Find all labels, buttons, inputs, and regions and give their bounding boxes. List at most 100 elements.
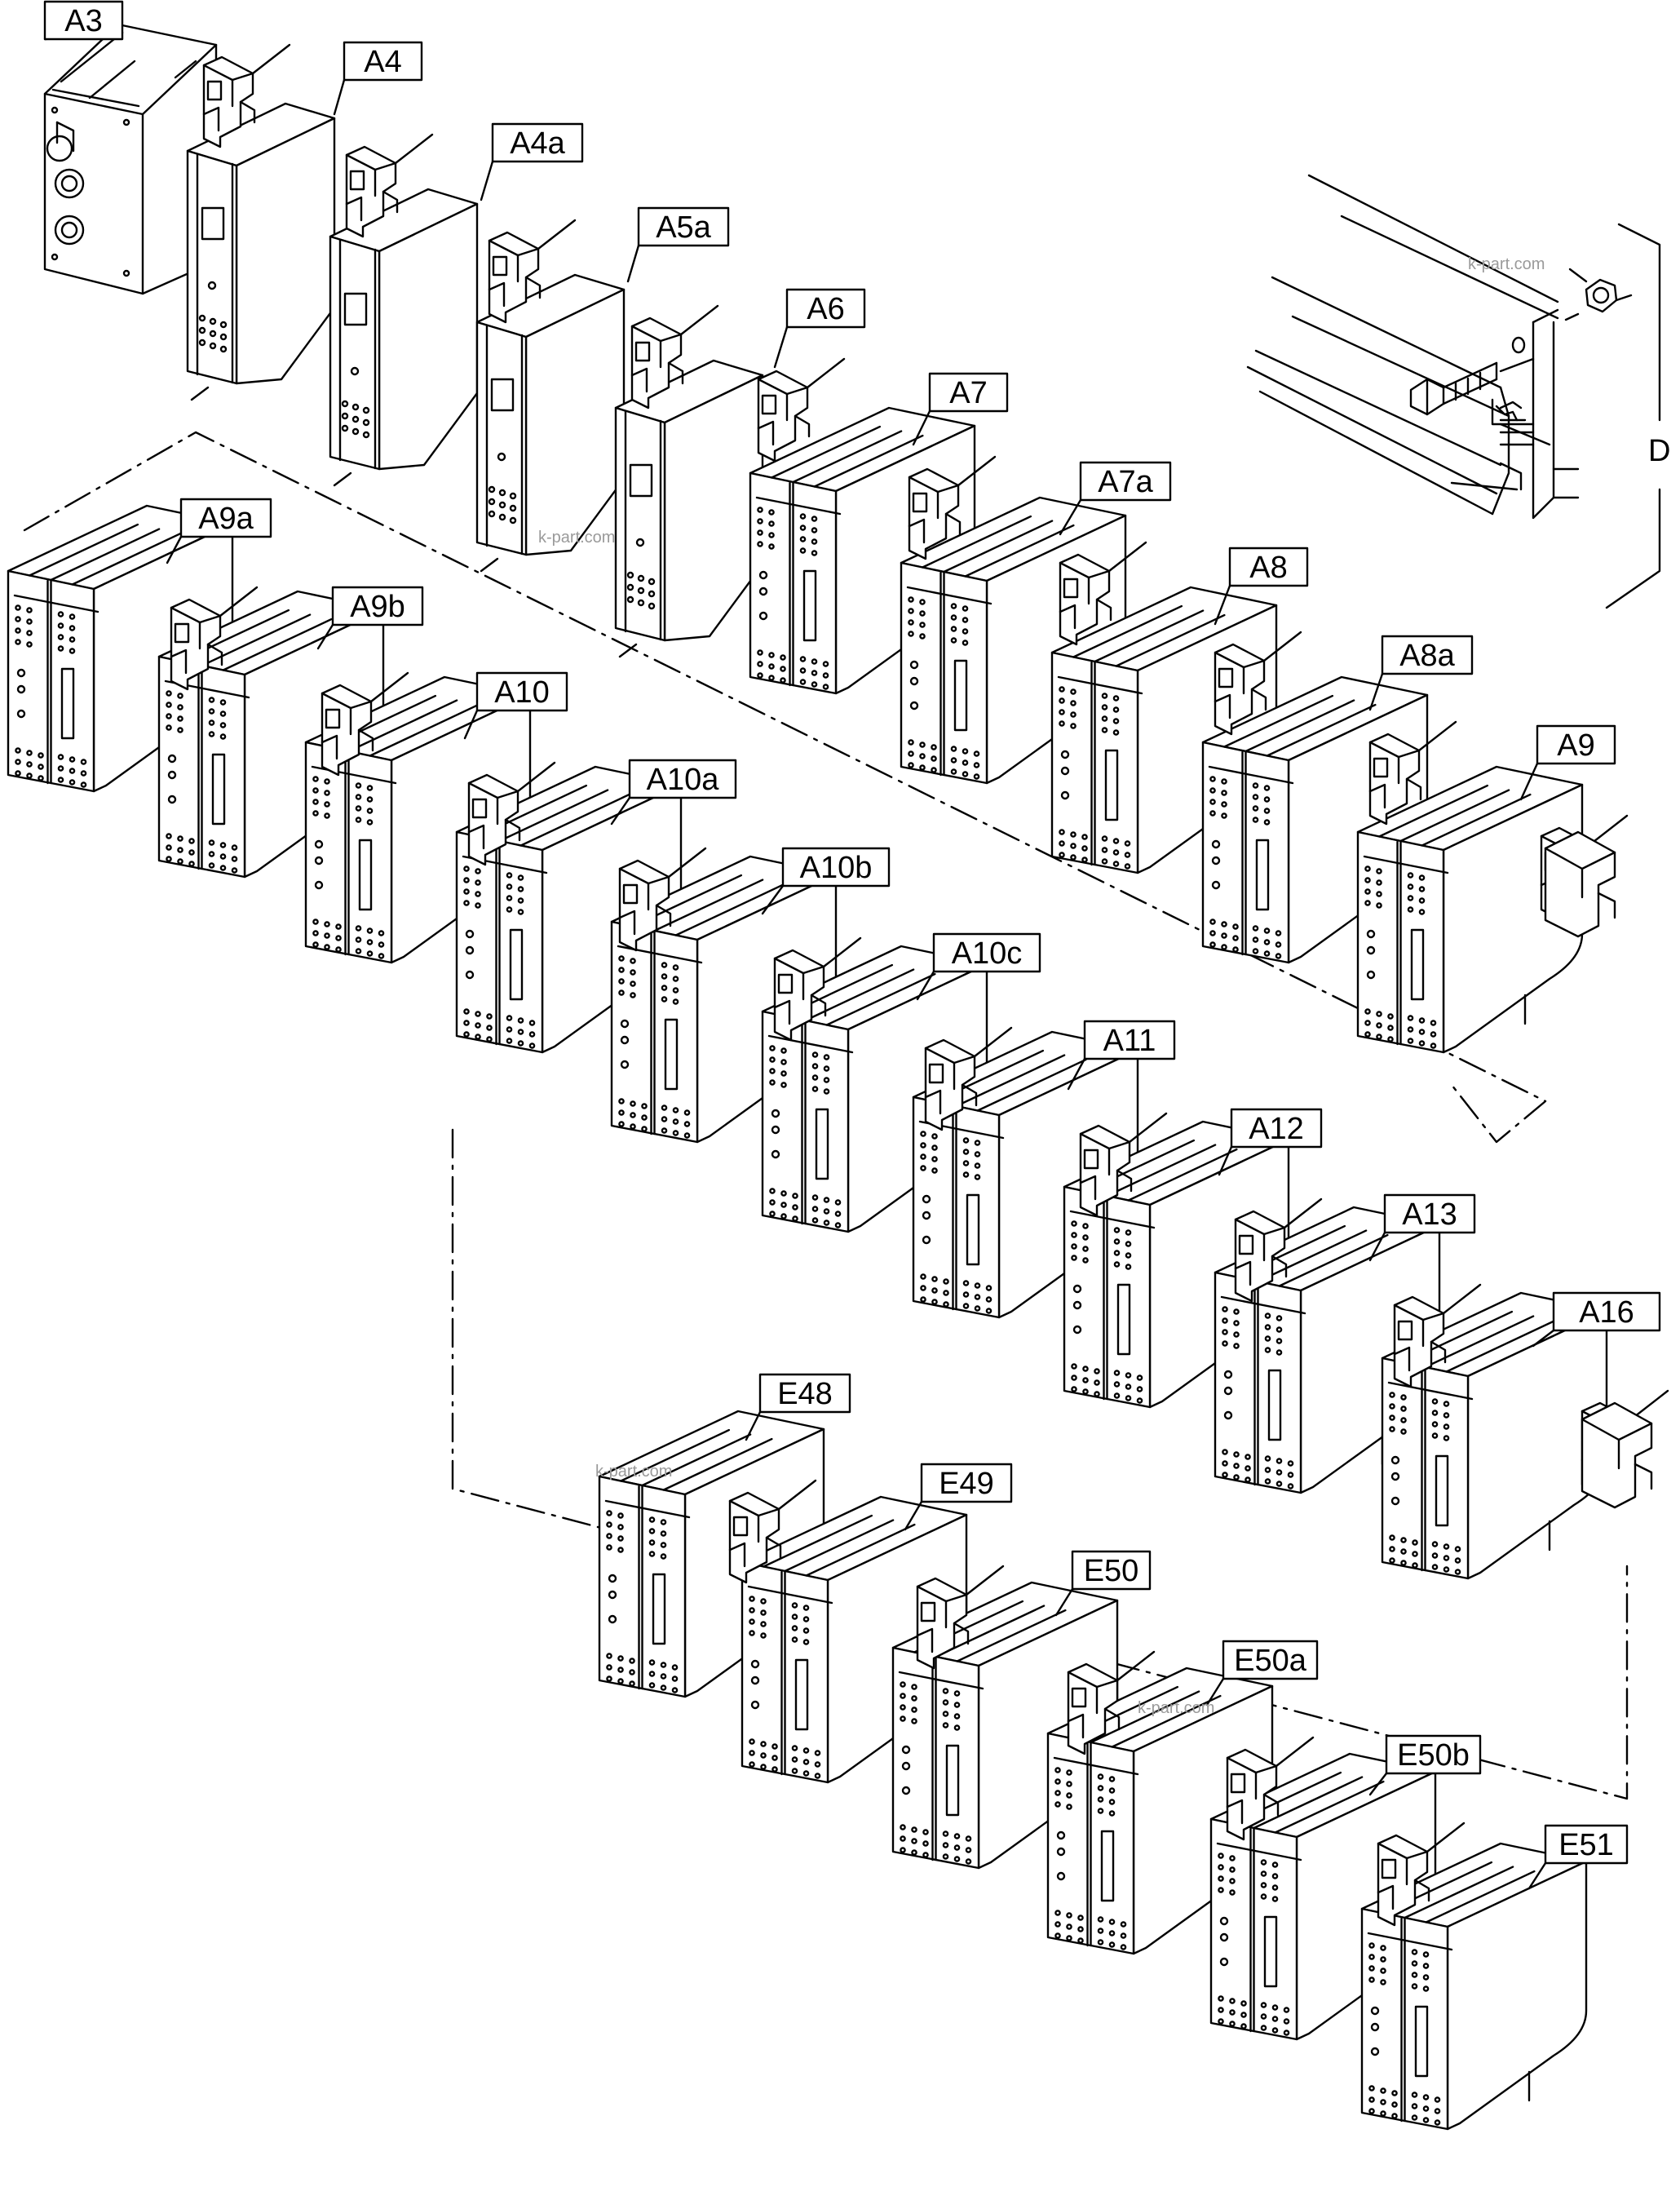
- label-text: A6: [807, 292, 844, 326]
- part-label-a10b: A10b: [781, 847, 891, 888]
- part-label-a8: A8: [1228, 547, 1309, 587]
- mounting-clip: [467, 761, 556, 866]
- watermark: k-part.com: [538, 529, 615, 547]
- mounting-clip: [1581, 1401, 1653, 1509]
- mounting-clip: [202, 43, 291, 148]
- mounting-clip: [488, 219, 577, 324]
- mounting-clip: [728, 1479, 817, 1584]
- part-label-e50: E50: [1071, 1550, 1152, 1591]
- label-text: E50a: [1234, 1644, 1307, 1678]
- part-label-e48: E48: [758, 1373, 851, 1414]
- mounting-clip: [1067, 1650, 1156, 1755]
- part-label-e49: E49: [920, 1463, 1013, 1503]
- label-text: A3: [64, 4, 102, 38]
- part-label-a5a: A5a: [637, 206, 730, 247]
- mounting-clip: [321, 671, 409, 777]
- mounting-clip: [630, 304, 719, 409]
- label-text: A13: [1402, 1197, 1457, 1232]
- label-text: E51: [1558, 1828, 1614, 1862]
- part-label-a9: A9: [1536, 724, 1616, 765]
- mounting-clip: [170, 586, 259, 691]
- relay-module-wide: [1360, 1842, 1588, 2131]
- part-label-e51: E51: [1544, 1824, 1629, 1865]
- part-label-a11: A11: [1083, 1020, 1176, 1060]
- part-label-a3: A3: [43, 0, 124, 41]
- mounting-clip: [1368, 720, 1457, 826]
- part-label-a9b: A9b: [331, 586, 424, 626]
- label-text: A16: [1579, 1295, 1634, 1330]
- label-text: A7a: [1098, 465, 1153, 499]
- part-label-a13: A13: [1383, 1193, 1476, 1234]
- rail-mounting-detail: D: [1246, 174, 1670, 609]
- label-text: A7: [949, 376, 987, 410]
- part-label-a9a: A9a: [179, 498, 272, 538]
- label-text: E50: [1084, 1554, 1139, 1588]
- label-text: A10c: [952, 936, 1023, 971]
- part-label-a10a: A10a: [628, 759, 737, 799]
- label-text: A10b: [800, 851, 873, 885]
- mounting-clip: [757, 357, 846, 463]
- mounting-clip: [1059, 541, 1147, 646]
- relay-module-narrow: [329, 188, 495, 487]
- watermark: k-part.com: [595, 1463, 672, 1481]
- part-label-e50b: E50b: [1385, 1734, 1482, 1775]
- label-text: A9: [1557, 728, 1594, 763]
- label-text: E49: [939, 1467, 994, 1501]
- label-text: A11: [1103, 1024, 1156, 1058]
- label-text: A5a: [656, 210, 711, 245]
- mounting-clip: [908, 455, 997, 560]
- part-label-a4: A4: [343, 41, 423, 82]
- part-label-a10c: A10c: [932, 932, 1041, 973]
- watermark: k-part.com: [1468, 255, 1545, 273]
- relay-module-wide: [304, 675, 532, 964]
- part-label-a6: A6: [785, 288, 866, 329]
- nut-icon: [1585, 278, 1618, 313]
- relay-module-narrow: [614, 359, 780, 658]
- mounting-clip: [924, 1026, 1013, 1131]
- group-outline-upper: [23, 431, 1547, 1144]
- label-text: A12: [1249, 1112, 1304, 1146]
- watermark: k-part.com: [1138, 1699, 1214, 1717]
- mounting-clip: [1544, 830, 1616, 938]
- mounting-clip: [1226, 1736, 1315, 1841]
- mounting-clip: [916, 1565, 1005, 1670]
- relay-module-narrow: [186, 102, 352, 401]
- label-text: A4a: [510, 126, 565, 161]
- relay-module-wide: [912, 1030, 1139, 1319]
- mounting-clip: [1393, 1283, 1482, 1388]
- label-text: A8: [1249, 551, 1287, 585]
- part-label-a16: A16: [1552, 1291, 1661, 1332]
- relay-module-wide: [1214, 1206, 1441, 1494]
- label-text: A10: [494, 675, 550, 710]
- part-label-a10: A10: [475, 671, 568, 712]
- label-text: A4: [364, 45, 401, 79]
- label-text: A9b: [350, 590, 405, 624]
- relay-module-wide: [1381, 1291, 1608, 1580]
- part-label-a12: A12: [1230, 1108, 1323, 1149]
- label-text: E48: [777, 1377, 833, 1411]
- mounting-clip: [773, 936, 862, 1042]
- label-D: D: [1648, 434, 1670, 468]
- mounting-clip: [1234, 1197, 1323, 1303]
- relay-module-wide: [598, 1410, 825, 1698]
- part-label-a7: A7: [928, 372, 1009, 413]
- relay-module-wide: [455, 765, 683, 1054]
- part-label-a4a: A4a: [491, 122, 584, 163]
- mounting-clip: [345, 133, 434, 238]
- leader-lines: [43, 31, 1555, 1890]
- label-text: A9a: [198, 502, 254, 536]
- part-label-a7a: A7a: [1079, 461, 1172, 502]
- label-text: E50b: [1397, 1738, 1470, 1773]
- part-label-e50a: E50a: [1222, 1640, 1319, 1680]
- clip-group: [170, 43, 1669, 1927]
- label-text: A10a: [647, 763, 720, 797]
- label-text: A8a: [1399, 639, 1455, 673]
- relay-module-wide: [610, 855, 838, 1144]
- mounting-clip: [618, 847, 707, 952]
- mounting-clip: [1079, 1112, 1168, 1217]
- relay-module-narrow: [475, 273, 642, 573]
- mounting-clip: [1214, 631, 1302, 736]
